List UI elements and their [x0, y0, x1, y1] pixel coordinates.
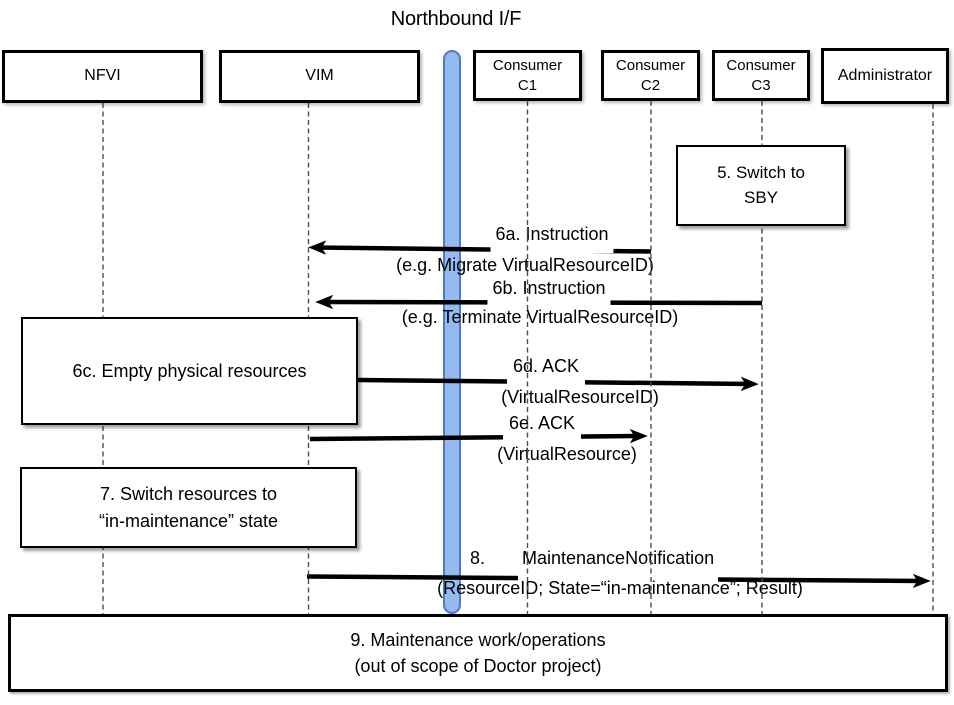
- actor-box-consumer-c2: Consumer C2: [601, 50, 700, 101]
- actor-box-administrator: Administrator: [821, 48, 949, 104]
- arrow-6e-ack: [309, 428, 648, 444]
- actor-box-consumer-c1: Consumer C1: [473, 50, 582, 101]
- message-6a-title: 6a. Instruction: [490, 224, 614, 253]
- message-6d-title: 6d. ACK: [506, 356, 586, 386]
- actor-box-vim: VIM: [219, 50, 420, 103]
- actor-box-consumer-c3: Consumer C3: [712, 50, 810, 101]
- message-6b-title: 6b. Instruction: [487, 278, 611, 307]
- message-6e-detail: (VirtualResource): [497, 444, 637, 464]
- message-6e-title: 6e. ACK: [502, 413, 582, 444]
- message-6a-detail: (e.g. Migrate VirtualResourceID): [396, 255, 654, 275]
- actor-box-nfvi: NFVI: [2, 50, 203, 103]
- message-8-detail: (ResourceID; State=“in-maintenance”; Res…: [437, 578, 803, 598]
- note-5-switch-to-sby: 5. Switch to SBY: [676, 145, 846, 226]
- note-6c-empty-physical-resources: 6c. Empty physical resources: [21, 317, 358, 425]
- message-6d-detail: (VirtualResourceID): [501, 387, 659, 407]
- note-9-maintenance-work: 9. Maintenance work/operations (out of s…: [8, 614, 948, 692]
- note-7-switch-resources: 7. Switch resources to “in-maintenance” …: [20, 467, 357, 548]
- northbound-if-bar: [443, 50, 461, 614]
- message-8-number: 8.: [470, 548, 486, 568]
- message-8-title: MaintenanceNotification: [518, 548, 719, 582]
- diagram-title: Northbound I/F: [390, 8, 522, 30]
- message-6b-detail: (e.g. Terminate VirtualResourceID): [401, 307, 679, 327]
